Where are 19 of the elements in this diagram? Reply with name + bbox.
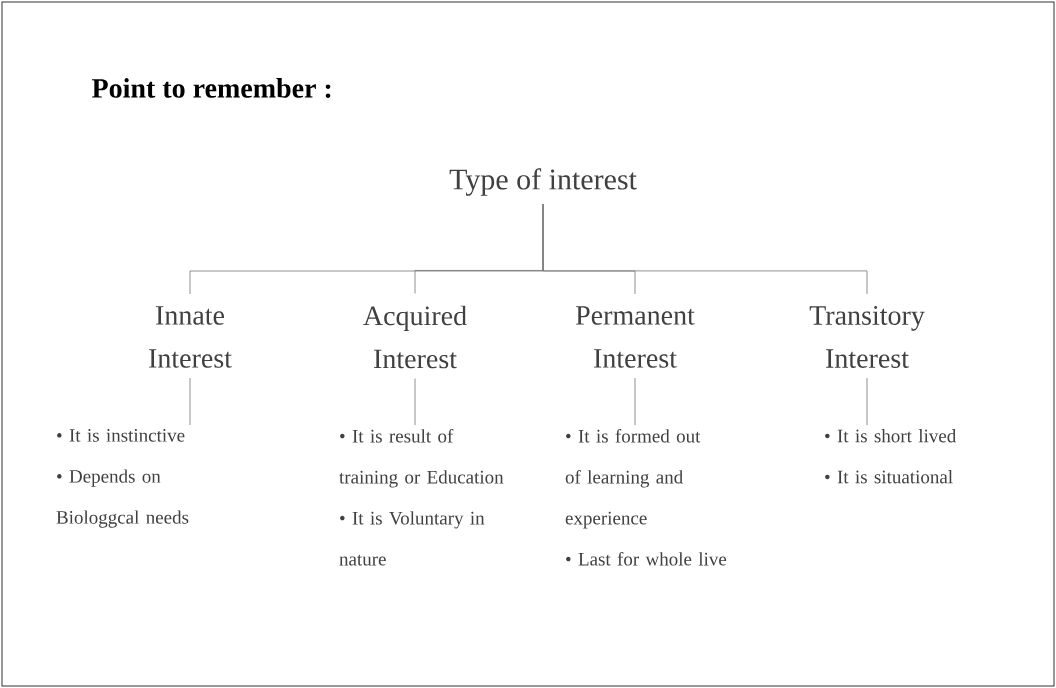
connector-line bbox=[414, 378, 416, 426]
heading-text: Type of interest bbox=[449, 168, 637, 196]
connector-line bbox=[634, 377, 636, 426]
bullet-item: • It is result of training or Education bbox=[339, 429, 504, 488]
title: Point to remember : bbox=[92, 78, 331, 98]
connector-line bbox=[189, 377, 191, 426]
bullet-item: • Last for whole live bbox=[566, 552, 727, 566]
bullet-item: • It is Voluntary in nature bbox=[339, 511, 485, 566]
bullet-item: • Depends on Biologgcal needs bbox=[56, 469, 189, 528]
category-label: Permanent Interest bbox=[575, 306, 695, 368]
category-label: Acquired Interest bbox=[363, 305, 467, 369]
bullet-item: • It is short lived bbox=[825, 429, 957, 443]
connector-line bbox=[866, 377, 868, 426]
bullet-item: • It is situational bbox=[825, 470, 953, 484]
bullet-item: • It is instinctive bbox=[57, 429, 185, 442]
category-label: Transitory Interest bbox=[809, 306, 925, 368]
connector-line bbox=[542, 203, 868, 295]
category-label: Innate Interest bbox=[149, 306, 232, 368]
bullet-item: • It is formed out of learning and experience bbox=[565, 429, 701, 529]
